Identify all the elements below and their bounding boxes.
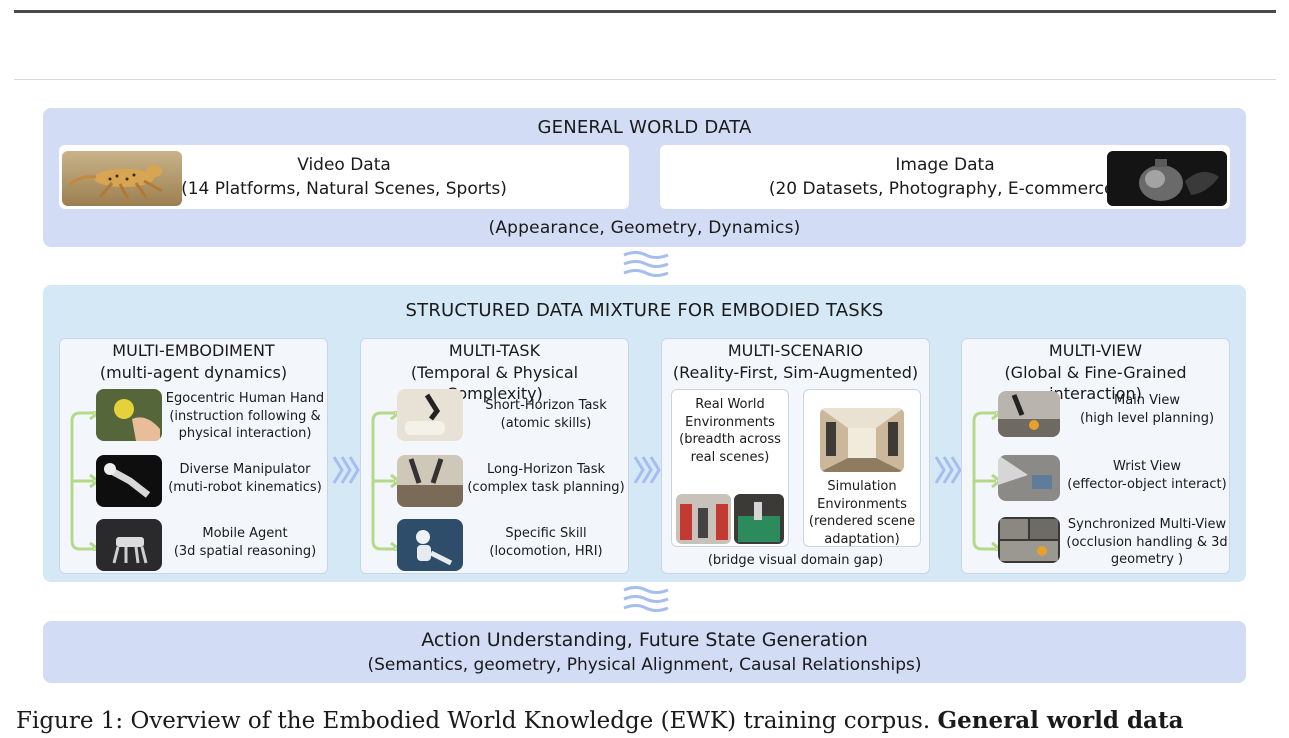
short-horizon-detail: (atomic skills) [500, 415, 592, 431]
figure-caption: Figure 1: Overview of the Embodied World… [16, 704, 1278, 738]
video-data-label: Video Data [297, 155, 391, 175]
main-view-label: Main View [1113, 393, 1180, 408]
multi-task-subtitle: (Temporal & Physical Complexity) [410, 363, 579, 403]
chevrons-right-icon [332, 456, 360, 484]
multi-view-section: MULTI-VIEW (Global & Fine-Grained intera… [961, 338, 1230, 574]
manipulator-detail: (muti-robot kinematics) [168, 479, 322, 495]
specific-skill-label: Specific Skill [505, 526, 587, 541]
short-horizon-image [397, 389, 463, 441]
wrist-view-label: Wrist View [1112, 459, 1182, 474]
multi-scenario-title: MULTI-SCENARIO [727, 341, 864, 360]
real-lab-image [676, 494, 731, 544]
multi-task-title: MULTI-TASK [448, 341, 541, 360]
action-understanding-title: Action Understanding, Future State Gener… [421, 629, 868, 651]
mobile-agent-detail: (3d spatial reasoning) [173, 543, 317, 559]
simulation-label-1: Simulation [827, 479, 897, 494]
manipulator-label: Diverse Manipulator [179, 462, 311, 477]
multi-view-subtitle: (Global & Fine-Grained interaction) [1004, 363, 1187, 403]
mobile-agent-image [96, 519, 162, 571]
long-horizon-label: Long-Horizon Task [486, 462, 606, 477]
image-data-detail: (20 Datasets, Photography, E-commerce) [768, 179, 1122, 199]
flow-waves-icon [623, 251, 669, 277]
human-hand-detail-1: (instruction following & [169, 408, 321, 424]
specific-skill-text: Specific Skill (locomotion, HRI) [465, 525, 627, 560]
general-world-data-title: GENERAL WORLD DATA [537, 117, 752, 138]
real-table-image [734, 494, 784, 544]
main-view-image [998, 391, 1060, 437]
mobile-agent-text: Mobile Agent (3d spatial reasoning) [164, 525, 326, 560]
figure-caption-bold: General world data [937, 707, 1184, 734]
vase-image [1107, 151, 1227, 206]
real-world-text: Real World Environments (breadth across … [672, 396, 788, 466]
general-world-data-panel: GENERAL WORLD DATA Video Data (14 Platfo… [43, 108, 1246, 247]
simulation-detail-2: adaptation) [824, 531, 900, 547]
specific-skill-image [397, 519, 463, 571]
main-view-detail: (high level planning) [1079, 410, 1215, 426]
multi-view-detail-1: (occlusion handling & 3d [1066, 534, 1228, 550]
scenario-footer: (bridge visual domain gap) [707, 553, 884, 568]
human-hand-label: Egocentric Human Hand [165, 391, 325, 406]
thin-rule [14, 79, 1276, 80]
chevrons-right-icon [934, 456, 962, 484]
simulation-text: Simulation Environments (rendered scene … [804, 478, 920, 548]
multi-view-title: MULTI-VIEW [1048, 341, 1143, 360]
main-view-text: Main View (high level planning) [1066, 392, 1228, 427]
manipulator-image [96, 455, 162, 507]
wrist-view-detail: (effector-object interact) [1067, 476, 1227, 492]
manipulator-text: Diverse Manipulator (muti-robot kinemati… [164, 461, 326, 496]
multi-scenario-section: MULTI-SCENARIO (Reality-First, Sim-Augme… [661, 338, 930, 574]
real-world-box: Real World Environments (breadth across … [671, 389, 789, 547]
real-world-label-1: Real World [695, 397, 765, 412]
long-horizon-text: Long-Horizon Task (complex task planning… [465, 461, 627, 496]
wrist-view-text: Wrist View (effector-object interact) [1066, 458, 1228, 493]
structured-data-title: STRUCTURED DATA MIXTURE FOR EMBODIED TAS… [405, 300, 884, 321]
simulation-label-2: Environments [817, 496, 907, 512]
figure-caption-text: Figure 1: Overview of the Embodied World… [16, 708, 938, 734]
multi-view-image [998, 517, 1060, 563]
flow-waves-icon [623, 586, 669, 612]
multi-view-detail-2: geometry ) [1110, 552, 1184, 567]
human-hand-detail-2: physical interaction) [178, 426, 312, 441]
specific-skill-detail: (locomotion, HRI) [489, 543, 603, 559]
human-hand-image [96, 389, 162, 441]
multi-embodiment-subtitle: (multi-agent dynamics) [99, 363, 288, 382]
general-attributes: (Appearance, Geometry, Dynamics) [488, 218, 801, 238]
video-data-detail: (14 Platforms, Natural Scenes, Sports) [181, 179, 507, 199]
mobile-agent-label: Mobile Agent [202, 526, 288, 541]
image-data-label: Image Data [895, 155, 995, 175]
real-world-label-2: Environments [685, 414, 775, 430]
action-understanding-panel: Action Understanding, Future State Gener… [43, 621, 1246, 683]
chevrons-right-icon [633, 456, 661, 484]
long-horizon-image [397, 455, 463, 507]
top-rule [14, 10, 1276, 13]
action-understanding-detail: (Semantics, geometry, Physical Alignment… [367, 655, 922, 675]
simulation-box: Simulation Environments (rendered scene … [803, 389, 921, 547]
multi-view-text: Synchronized Multi-View (occlusion handl… [1066, 516, 1228, 569]
multi-scenario-subtitle: (Reality-First, Sim-Augmented) [672, 363, 919, 382]
human-hand-text: Egocentric Human Hand (instruction follo… [164, 390, 326, 443]
simulation-detail-1: (rendered scene [808, 514, 916, 529]
short-horizon-label: Short-Horizon Task [485, 398, 607, 413]
structured-data-panel: STRUCTURED DATA MIXTURE FOR EMBODIED TAS… [43, 285, 1246, 582]
long-horizon-detail: (complex task planning) [467, 479, 625, 495]
short-horizon-text: Short-Horizon Task (atomic skills) [465, 397, 627, 432]
multi-embodiment-title: MULTI-EMBODIMENT [112, 341, 275, 360]
multi-task-section: MULTI-TASK (Temporal & Physical Complexi… [360, 338, 629, 574]
real-world-detail-2: real scenes) [690, 449, 770, 465]
real-world-detail-1: (breadth across [679, 432, 781, 447]
multi-view-label: Synchronized Multi-View [1067, 517, 1227, 532]
wrist-view-image [998, 455, 1060, 501]
simulation-hall-image [820, 408, 904, 472]
cheetah-image [62, 151, 182, 206]
multi-embodiment-section: MULTI-EMBODIMENT (multi-agent dynamics) … [59, 338, 328, 574]
